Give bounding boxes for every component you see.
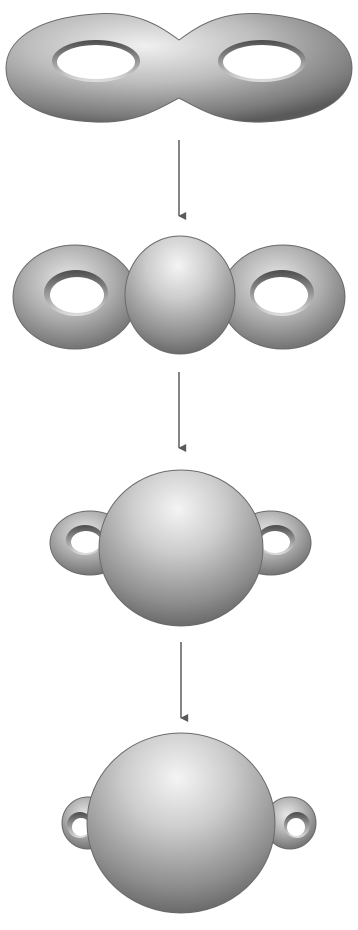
left-hole [57, 45, 135, 79]
left-handle-hole [71, 531, 101, 553]
central-sphere [87, 733, 275, 913]
central-sphere [125, 236, 235, 354]
left-handle-hole [50, 277, 104, 313]
stage-1-double-torus [6, 13, 352, 122]
stage-3-sphere-with-handles [50, 470, 311, 626]
right-handle-hole [254, 277, 308, 313]
right-handle-hole [287, 818, 305, 836]
right-handle-hole [260, 531, 290, 553]
stage-2-sphere-with-handles [13, 236, 345, 354]
central-sphere [99, 470, 263, 626]
right-hole [223, 45, 301, 79]
stage-4-sphere-with-handles [62, 733, 316, 913]
